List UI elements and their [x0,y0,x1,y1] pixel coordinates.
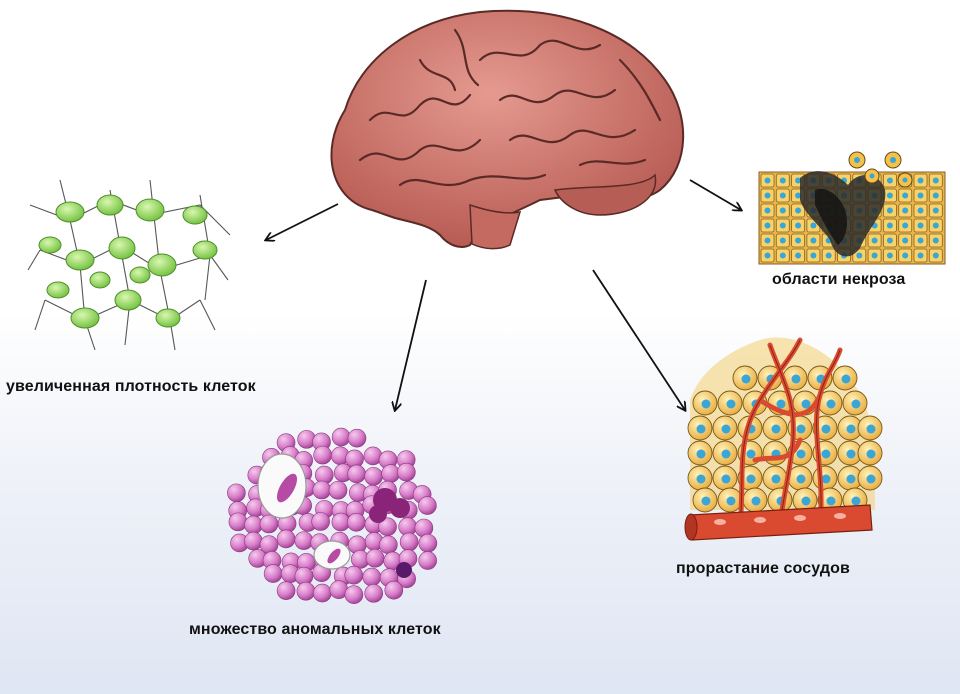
arrow-to-vessels [592,269,685,410]
arrows [266,179,741,410]
label-abnormal: множество аномальных клеток [189,621,441,638]
glial-cells-icon [27,179,231,351]
angiogenesis-icon [684,337,883,541]
necrotic-tissue-icon [758,151,946,265]
arrow-to-density [266,203,339,240]
tumor-cell-cluster [687,365,883,513]
abnormal-cells-icon [227,427,438,604]
label-necrosis: области некроза [772,271,906,288]
arrow-to-abnormal [395,279,427,410]
arrow-to-necrosis [689,179,741,210]
abnormal-cell-cluster [227,427,438,604]
label-density: увеличенная плотность клеток [6,378,256,395]
brain-icon [330,9,685,250]
label-vessels: прорастание сосудов [676,560,850,577]
